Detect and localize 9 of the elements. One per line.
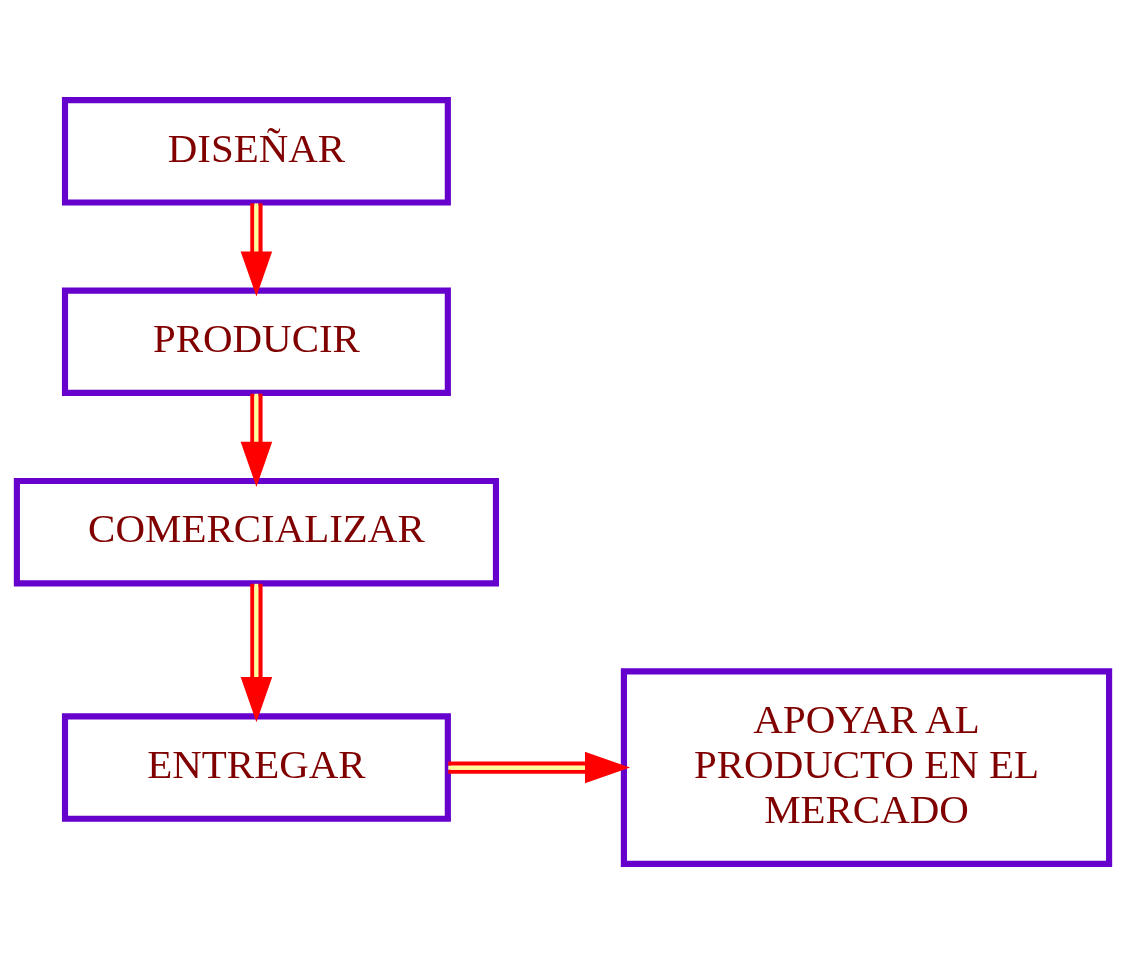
node-box: COMERCIALIZAR <box>13 477 499 586</box>
arrow <box>240 202 273 296</box>
arrow <box>240 393 273 487</box>
node-box: ENTREGAR <box>61 712 451 822</box>
node-box: PRODUCIR <box>61 287 451 396</box>
arrow <box>448 751 631 783</box>
node-box: APOYAR AL PRODUCTO EN EL MERCADO <box>620 667 1113 867</box>
node-box: DISEÑAR <box>61 96 451 206</box>
arrow <box>240 583 273 722</box>
